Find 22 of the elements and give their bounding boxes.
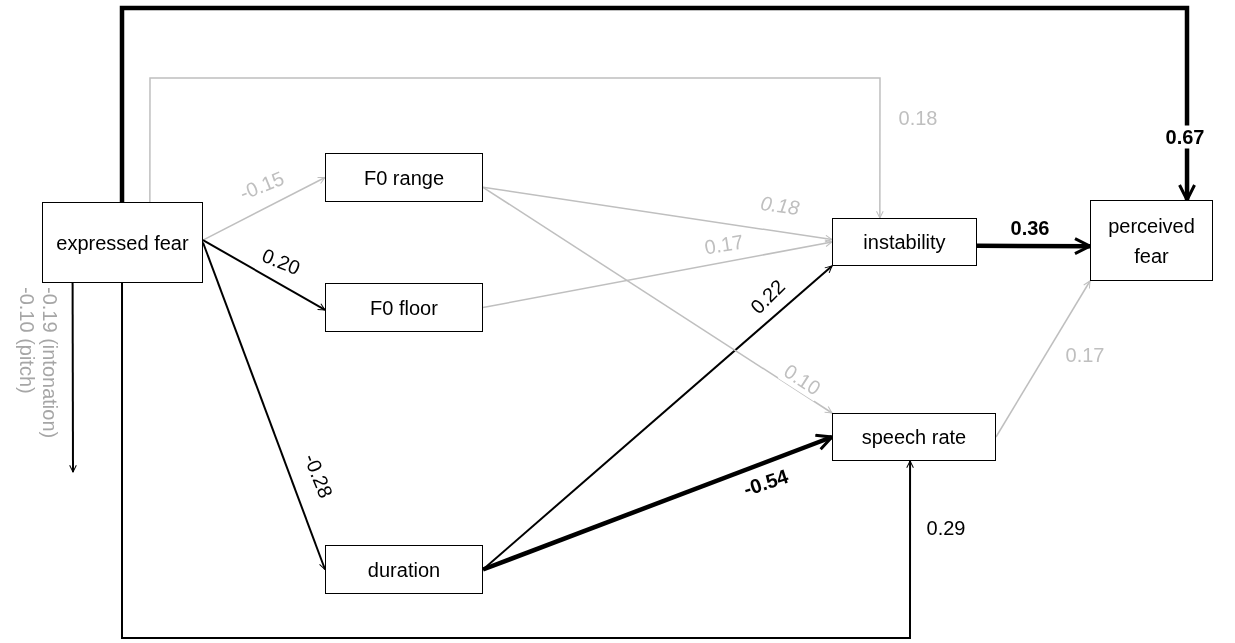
variable-box: instability — [832, 218, 977, 266]
edge-label: -0.19 (intonation) -0.10 (pitch) — [15, 286, 61, 441]
variable-box: F0 range — [325, 153, 483, 202]
arrow — [69, 282, 77, 473]
arrow — [119, 5, 1197, 202]
arrow — [482, 239, 833, 309]
arrow — [202, 241, 327, 571]
variable-box: expressed fear — [42, 202, 203, 283]
arrow — [482, 186, 833, 243]
arrow — [995, 280, 1091, 438]
variable-box: perceived fear — [1090, 200, 1213, 281]
arrow — [202, 239, 326, 311]
arrow — [149, 77, 884, 219]
arrow — [202, 176, 326, 241]
edge-label: 0.67 — [1163, 125, 1207, 149]
arrow — [482, 433, 834, 572]
arrow — [482, 186, 833, 414]
arrow — [121, 282, 914, 639]
variable-box: duration — [325, 545, 483, 594]
variable-box: F0 floor — [325, 283, 483, 332]
arrow — [977, 237, 1092, 256]
variable-box: speech rate — [832, 413, 996, 461]
